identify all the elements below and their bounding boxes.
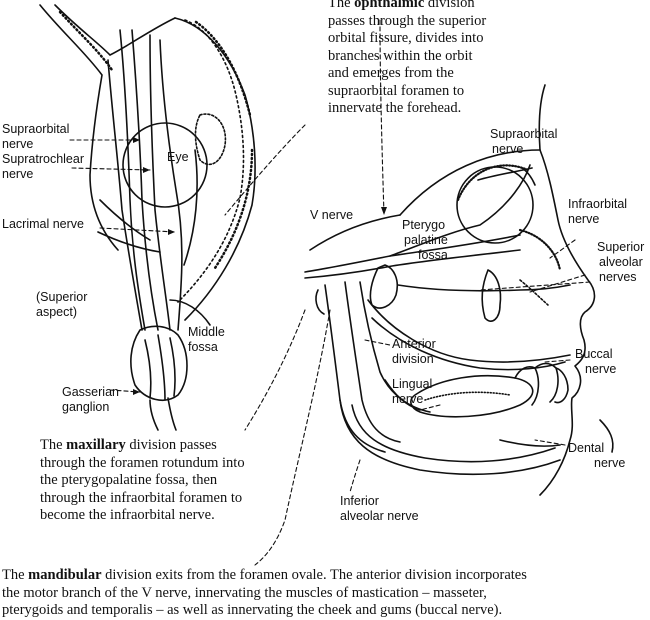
label-line: fossa bbox=[188, 340, 218, 354]
label-line: alveolar nerve bbox=[340, 509, 419, 523]
caption-line: through the infraorbital foramen to bbox=[40, 489, 243, 506]
label-infraorbital-nerve: Infraorbital nerve bbox=[568, 197, 627, 227]
label-line: palatine bbox=[404, 233, 448, 247]
caption-line: and emerges from the bbox=[328, 65, 454, 81]
label-buccal-nerve: Buccal nerve bbox=[575, 347, 616, 377]
label-line: nerve bbox=[568, 212, 600, 226]
label-line: Superior bbox=[597, 240, 645, 254]
orbit-superior-view bbox=[39, 4, 256, 431]
caption-line: supraorbital foramen to bbox=[328, 82, 465, 99]
caption-line: pterygoids and temporalis – as well as i… bbox=[2, 602, 503, 618]
label-line: Infraorbital bbox=[568, 197, 628, 211]
label-line: Buccal bbox=[575, 347, 613, 361]
label-anterior-division: Anterior division bbox=[392, 337, 436, 367]
label-line: Anterior bbox=[392, 337, 436, 351]
label-line: Inferior bbox=[340, 494, 379, 508]
label-line: ganglion bbox=[62, 400, 110, 414]
label-pterygopalatine-fossa: Pterygo palatine fossa bbox=[402, 218, 448, 263]
label-line: nerve bbox=[392, 392, 424, 406]
label-v-nerve: V nerve bbox=[310, 208, 353, 223]
caption-line: the pterygopalatine fossa, then bbox=[40, 472, 218, 488]
label-dental-nerve: Dental nerve bbox=[568, 441, 625, 471]
caption-text: division bbox=[424, 0, 475, 11]
label-superior-aspect: (Superior aspect) bbox=[36, 290, 87, 320]
label-middle-fossa: Middle fossa bbox=[188, 325, 225, 355]
caption-mandibular: The mandibular division exits from the f… bbox=[2, 567, 648, 620]
label-inferior-alveolar-nerve: Inferior alveolar nerve bbox=[340, 494, 419, 524]
label-line: Eye bbox=[167, 150, 189, 164]
caption-maxillary: The maxillary division passes through th… bbox=[40, 437, 245, 525]
caption-line: orbital fissure, divides into bbox=[328, 30, 484, 46]
caption-bold: ophthalmic bbox=[354, 0, 425, 11]
caption-text: The bbox=[40, 437, 67, 453]
label-gasserian-ganglion: Gasserian ganglion bbox=[62, 385, 119, 415]
caption-line: branches within the orbit bbox=[328, 47, 473, 64]
caption-text: The bbox=[328, 0, 355, 11]
label-line: nerve bbox=[492, 142, 524, 156]
label-line: Middle bbox=[188, 325, 225, 339]
caption-line: The mandibular division exits from the f… bbox=[2, 567, 648, 585]
label-line: nerve bbox=[2, 167, 34, 181]
face-lateral-view bbox=[304, 84, 614, 496]
label-line: (Superior bbox=[36, 290, 88, 304]
caption-line: The ophthalmic division bbox=[328, 0, 486, 13]
caption-line: the motor branch of the V nerve, innerva… bbox=[2, 584, 487, 601]
label-lacrimal-nerve: Lacrimal nerve bbox=[2, 217, 84, 232]
label-lingual-nerve: Lingual nerve bbox=[392, 377, 432, 407]
label-line: nerve bbox=[585, 362, 617, 376]
label-line: Lacrimal nerve bbox=[2, 217, 84, 231]
label-line: Pterygo bbox=[402, 218, 446, 232]
label-eye: Eye bbox=[167, 150, 189, 165]
label-line: Lingual bbox=[392, 377, 433, 391]
label-line: division bbox=[392, 352, 434, 366]
label-line: V nerve bbox=[310, 208, 354, 222]
label-supratrochlear-nerve: Supratrochlear nerve bbox=[2, 152, 84, 182]
caption-line: The maxillary division passes bbox=[40, 437, 245, 455]
caption-text: The bbox=[2, 567, 29, 583]
label-supraorbital-nerve-left: Supraorbital nerve bbox=[2, 122, 69, 152]
label-line: nerve bbox=[594, 456, 626, 470]
label-line: Gasserian bbox=[62, 385, 119, 399]
label-line: Supraorbital bbox=[490, 127, 558, 141]
caption-line: passes through the superior bbox=[328, 12, 487, 29]
caption-line: innervate the forehead. bbox=[328, 100, 462, 116]
label-line: nerves bbox=[599, 270, 637, 284]
caption-line: through the foramen rotundum into bbox=[40, 454, 245, 471]
label-line: nerve bbox=[2, 137, 34, 151]
label-line: Supraorbital bbox=[2, 122, 70, 136]
caption-text: division exits from the foramen ovale. T… bbox=[101, 567, 527, 583]
label-line: alveolar bbox=[599, 255, 643, 269]
label-superior-alveolar-nerves: Superior alveolar nerves bbox=[597, 240, 644, 285]
caption-ophthalmic: The ophthalmic division passes through t… bbox=[328, 0, 486, 118]
label-line: fossa bbox=[418, 248, 448, 262]
caption-bold: maxillary bbox=[66, 437, 126, 453]
label-line: aspect) bbox=[36, 305, 77, 319]
label-line: Dental bbox=[568, 441, 605, 455]
caption-bold: mandibular bbox=[28, 567, 102, 583]
caption-text: division passes bbox=[125, 437, 217, 453]
caption-line: become the infraorbital nerve. bbox=[40, 507, 215, 523]
label-line: Supratrochlear bbox=[2, 152, 84, 166]
label-supraorbital-nerve-right: Supraorbital nerve bbox=[490, 127, 557, 157]
